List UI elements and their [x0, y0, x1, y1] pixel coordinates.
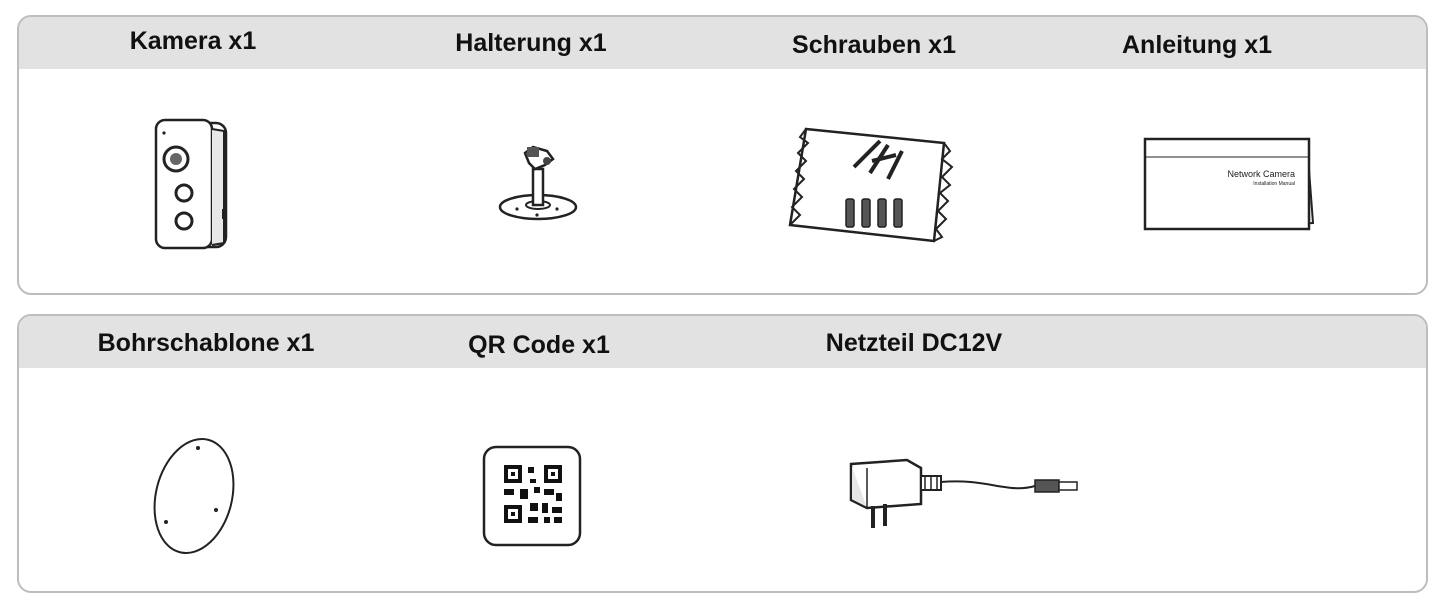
- power-adapter-icon: [837, 454, 1087, 536]
- label-qr-code: QR Code x1: [468, 331, 610, 359]
- qr-code-icon: [482, 445, 582, 547]
- mount-bracket-icon: [497, 143, 579, 223]
- label-kamera: Kamera x1: [129, 27, 257, 55]
- label-bohrschablone: Bohrschablone x1: [97, 329, 315, 357]
- camera-icon: [152, 117, 232, 252]
- label-halterung: Halterung x1: [455, 29, 607, 57]
- row-2-header: [19, 316, 1426, 368]
- label-schrauben: Schrauben x1: [792, 31, 956, 59]
- manual-title: Network Camera: [1227, 169, 1295, 179]
- row-1-header: [19, 17, 1426, 69]
- label-netzteil: Netzteil DC12V: [825, 329, 1003, 357]
- package-contents-row-2: Bohrschablone x1 QR Code x1 Netzteil DC1…: [17, 314, 1428, 593]
- drill-template-icon: [150, 434, 238, 558]
- screws-bag-icon: [784, 121, 954, 246]
- manual-icon: Network Camera Installation Manual: [1143, 137, 1319, 233]
- package-contents-row-1: Kamera x1 Halterung x1 Schrauben x1 Anle…: [17, 15, 1428, 295]
- manual-subtitle: Installation Manual: [1253, 181, 1295, 187]
- label-anleitung: Anleitung x1: [1121, 31, 1273, 59]
